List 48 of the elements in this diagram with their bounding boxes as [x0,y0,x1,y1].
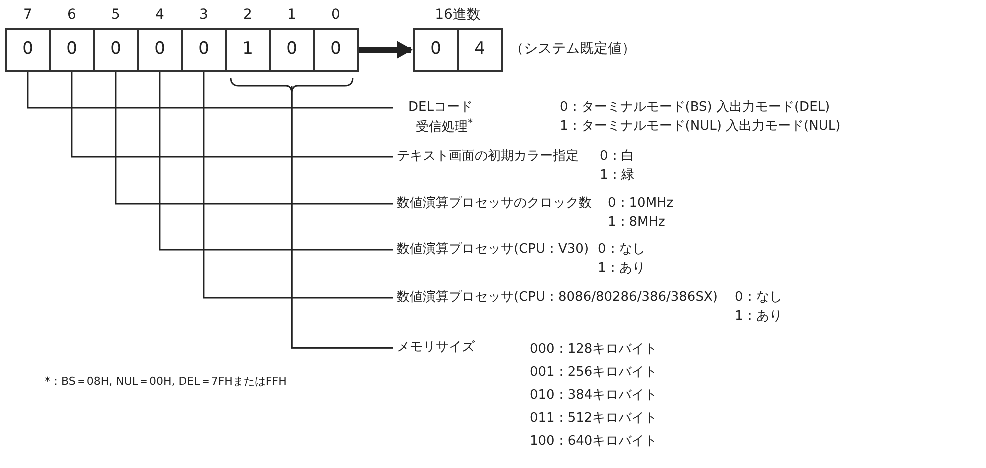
default-note: （システム既定値） [510,40,636,59]
setting-value: 0：白 [600,148,634,166]
setting-name: 数値演算プロセッサ(CPU：V30) [397,240,590,260]
setting-value: 0：なし [598,241,646,259]
bit-cell: 0 [93,28,139,72]
bit-cell: 0 [313,28,359,72]
bit-cell: 0 [137,28,183,72]
bit-cell: 4 [457,28,503,72]
setting-value: 1：あり [598,260,646,278]
footnote: *：BS＝08H, NUL＝00H, DEL＝7FHまたはFFH [45,374,287,390]
arrow [359,41,413,59]
bit-number: 0 [330,6,342,24]
setting-value: 0：なし [735,289,782,307]
setting-value: 1：8MHz [608,214,666,232]
setting-value: 000：128キロバイト [530,341,658,359]
setting-name: メモリサイズ [397,338,475,358]
setting-value: 100：640キロバイト [530,433,658,451]
setting-name: 数値演算プロセッサ(CPU：8086/80286/386/386SX) [397,288,718,308]
setting-value: 1：あり [735,308,782,326]
bit-number: 2 [242,6,254,24]
bit-number: 5 [110,6,122,24]
setting-value: 0：10MHz [608,195,674,213]
leader-line [203,72,393,299]
setting-value: 011：512キロバイト [530,410,658,428]
setting-value: 1：緑 [600,167,634,185]
bit-cell: 0 [269,28,315,72]
setting-name: テキスト画面の初期カラー指定 [397,147,579,167]
setting-value: 010：384キロバイト [530,387,658,405]
bit-cell: 1 [225,28,271,72]
leader-line [71,72,393,158]
bit-cell: 0 [49,28,95,72]
leader-line [27,72,393,109]
bit-number: 3 [198,6,210,24]
bit-number: 1 [286,6,298,24]
bit-number: 6 [66,6,78,24]
bit-number: 7 [22,6,34,24]
setting-name: DELコード受信処理$^{*}$ [397,98,473,138]
bit-cell: 0 [413,28,459,72]
bit-cell: 0 [181,28,227,72]
leader-line [115,72,393,205]
bit-number: 4 [154,6,166,24]
setting-value: 001：256キロバイト [530,364,658,382]
setting-value: 1：ターミナルモード(NUL) 入出力モード(NUL) [560,118,841,136]
bit-cell: 0 [5,28,51,72]
hex-heading: 16進数 [434,6,482,25]
setting-name: 数値演算プロセッサのクロック数 [397,194,592,214]
setting-value: 0：ターミナルモード(BS) 入出力モード(DEL) [560,99,832,117]
leader-line [159,72,393,251]
